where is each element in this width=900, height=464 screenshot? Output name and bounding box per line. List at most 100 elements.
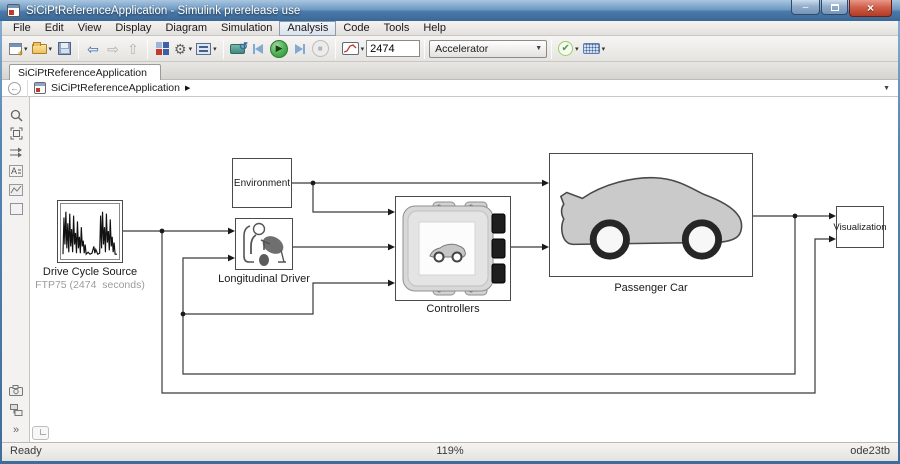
block-environment[interactable]: Environment — [232, 158, 292, 208]
step-forward-button[interactable] — [290, 38, 310, 60]
zoom-tool-button[interactable] — [8, 107, 24, 123]
back-arrow-icon: ⇦ — [87, 40, 99, 57]
new-model-button[interactable]: ▾ — [7, 38, 30, 60]
block-longitudinal-driver[interactable] — [235, 218, 293, 270]
block-drive-cycle-source[interactable] — [57, 200, 123, 263]
statusbar: Ready 119% ode23tb — [2, 442, 898, 461]
run-icon: ▶ — [269, 39, 288, 58]
keyboard-icon — [582, 43, 600, 54]
hide-controls-widget[interactable] — [32, 426, 49, 440]
menubar: File Edit View Display Diagram Simulatio… — [2, 20, 898, 36]
up-to-parent-button[interactable]: ⇧ — [123, 38, 143, 60]
chevron-down-icon: ▾ — [360, 45, 365, 53]
open-button[interactable]: ▾ — [30, 38, 55, 60]
minimize-icon: – — [802, 1, 809, 13]
camera-icon — [9, 384, 23, 396]
menu-file[interactable]: File — [13, 21, 31, 34]
menu-diagram[interactable]: Diagram — [165, 21, 208, 34]
maximize-button[interactable] — [821, 0, 848, 15]
chevron-down-icon: ▾ — [213, 45, 217, 53]
gear-icon: ⚙ — [174, 40, 187, 57]
close-button[interactable]: × — [849, 0, 892, 17]
back-button[interactable]: ⇦ — [83, 38, 103, 60]
viewmarks-button[interactable] — [8, 182, 24, 198]
breadcrumb-back-button[interactable]: ← — [8, 81, 21, 95]
library-browser-button[interactable] — [152, 38, 172, 60]
breadcrumb-separator — [27, 79, 28, 97]
tool-palette: A » — [2, 97, 30, 442]
step-back-icon — [252, 43, 255, 54]
new-model-icon — [9, 42, 23, 58]
keyboard-shortcuts-button[interactable]: ▾ — [581, 38, 608, 60]
simulation-pacing-button[interactable]: ▾ — [340, 38, 367, 60]
box-icon — [9, 203, 23, 215]
fit-view-icon — [10, 127, 22, 139]
model-settings-button[interactable]: ▾ — [194, 38, 219, 60]
menu-display[interactable]: Display — [115, 21, 152, 34]
drive-cycle-waveform-icon — [60, 203, 120, 260]
run-button[interactable]: ▶ — [268, 38, 290, 60]
menu-help[interactable]: Help — [423, 21, 446, 34]
connect-to-target-button[interactable] — [228, 38, 248, 60]
breadcrumb[interactable]: SiCiPtReferenceApplication — [51, 82, 180, 94]
area-button[interactable] — [8, 201, 24, 217]
annotation-button[interactable]: A — [8, 163, 24, 179]
toolbar: ▾ ▾ ⇦ ⇨ ⇧ ⚙▾ ▾ ▶ ■ — [2, 36, 898, 62]
model-canvas[interactable]: Drive Cycle Source FTP75 (2474 seconds) … — [30, 97, 898, 442]
signal-routing-button[interactable] — [8, 144, 24, 160]
settings-list-icon — [196, 42, 212, 55]
toolbar-separator — [424, 38, 426, 59]
solver-name[interactable]: ode23tb — [850, 445, 890, 457]
svg-text:A: A — [11, 166, 17, 176]
menu-view[interactable]: View — [77, 21, 102, 34]
menu-tools[interactable]: Tools — [383, 21, 410, 34]
library-browser-icon — [155, 42, 169, 55]
chevron-down-icon: ▾ — [48, 45, 53, 53]
chevron-down-icon: ▾ — [24, 45, 28, 53]
forward-arrow-icon: ⇨ — [107, 40, 119, 57]
car-icon — [559, 176, 743, 260]
stop-button[interactable]: ■ — [310, 38, 331, 60]
signal-wires — [123, 179, 836, 394]
model-config-button[interactable]: ⚙▾ — [172, 38, 194, 60]
expand-palette-button[interactable]: » — [12, 424, 20, 436]
breadcrumb-dropdown-icon[interactable]: ▼ — [883, 84, 890, 92]
block-label: Drive Cycle Source — [42, 266, 138, 278]
block-passenger-car[interactable] — [549, 153, 753, 277]
block-visualization[interactable]: Visualization — [833, 206, 887, 248]
step-back-button[interactable] — [248, 38, 268, 60]
ecu-icon — [402, 201, 506, 296]
step-forward-icon — [302, 43, 305, 54]
maximize-icon — [830, 3, 839, 11]
forward-button[interactable]: ⇨ — [103, 38, 123, 60]
model-browser-button[interactable] — [8, 402, 24, 418]
menu-analysis[interactable]: Analysis — [279, 20, 337, 36]
update-diagram-button[interactable]: ✔▾ — [556, 38, 581, 60]
menu-code[interactable]: Code — [343, 21, 370, 34]
menu-simulation[interactable]: Simulation — [221, 21, 273, 34]
fit-to-view-button[interactable] — [8, 125, 24, 141]
tab-model[interactable]: SiCiPtReferenceApplication — [9, 64, 161, 81]
chevron-down-icon: ▾ — [188, 45, 193, 53]
simulation-mode-select[interactable]: Accelerator ▼ — [429, 39, 548, 58]
block-label: Controllers — [426, 303, 480, 315]
window-controls: – × — [791, 0, 892, 17]
simulink-app-icon — [7, 4, 20, 17]
save-icon — [57, 42, 71, 55]
viewmark-icon — [9, 184, 23, 196]
arrows-icon — [10, 147, 22, 157]
tabbar: SiCiPtReferenceApplication — [2, 62, 898, 81]
toolbar-separator — [78, 38, 80, 59]
step-back-icon — [254, 43, 263, 54]
save-button[interactable] — [54, 38, 74, 60]
minimize-button[interactable]: – — [791, 0, 820, 15]
scope-curve-icon — [341, 42, 359, 55]
stop-icon: ■ — [311, 40, 329, 57]
block-controllers[interactable] — [395, 196, 511, 301]
menu-edit[interactable]: Edit — [44, 21, 64, 34]
stop-time-input[interactable] — [366, 40, 421, 57]
block-sublabel: FTP75 (2474 seconds) — [35, 279, 145, 291]
block-label: Environment — [233, 177, 291, 189]
screenshot-button[interactable] — [8, 382, 24, 398]
